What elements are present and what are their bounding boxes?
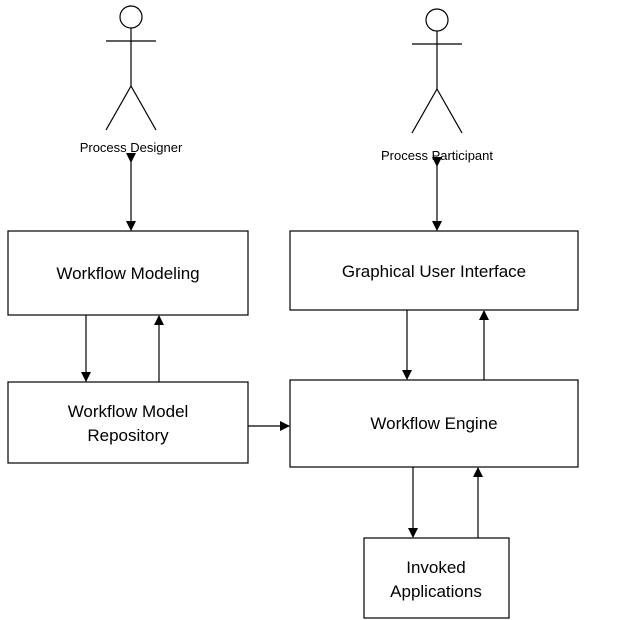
- designer-head: [119, 5, 143, 29]
- workflow-model-repository-box: [7, 381, 249, 464]
- gui-label: Graphical User Interface: [342, 262, 526, 281]
- graphical-user-interface-box: [289, 230, 579, 311]
- repository-label-line1: Workflow Model: [68, 402, 189, 421]
- invoked-label-line2: Applications: [390, 582, 482, 601]
- participant-head: [425, 8, 449, 32]
- workflow-modeling-label: Workflow Modeling: [56, 264, 199, 283]
- process-participant-actor: [411, 8, 463, 134]
- workflow-engine-label: Workflow Engine: [370, 414, 497, 433]
- invoked-label-line1: Invoked: [406, 558, 466, 577]
- invoked-applications-box: [363, 537, 510, 619]
- workflow-modeling-box: [7, 230, 249, 316]
- workflow-engine-box: [289, 379, 579, 468]
- process-designer-label: Process Designer: [80, 140, 183, 155]
- process-designer-actor: [105, 5, 157, 131]
- process-participant-label: Process Participant: [381, 148, 493, 163]
- repository-label-line2: Repository: [87, 426, 169, 445]
